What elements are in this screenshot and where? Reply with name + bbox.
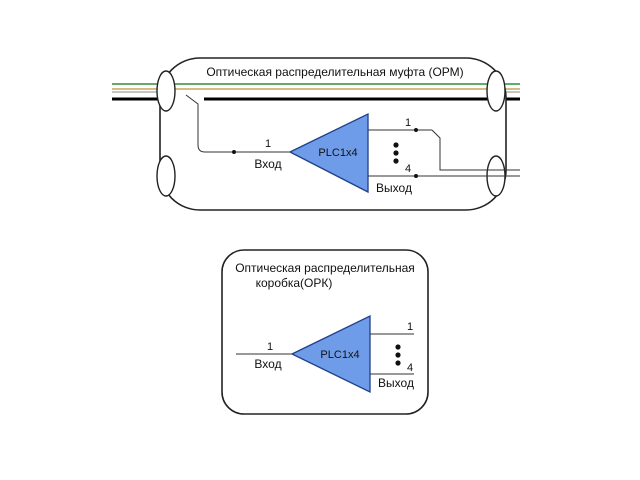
sleeve-output-1-point bbox=[414, 128, 418, 132]
sleeve-input-label: Вход bbox=[254, 157, 281, 171]
sleeve-output-label: Выход bbox=[376, 181, 412, 195]
box-dot-1 bbox=[395, 344, 401, 350]
box-output-4-number: 4 bbox=[407, 362, 413, 374]
sleeve-splitter bbox=[288, 112, 369, 194]
box-input-number: 1 bbox=[267, 341, 273, 353]
sleeve-port-left-top bbox=[156, 70, 176, 112]
sleeve-output-4-point bbox=[414, 174, 418, 178]
sleeve-dot-2 bbox=[393, 150, 399, 156]
sleeve-input-number: 1 bbox=[265, 138, 271, 150]
sleeve-dot-3 bbox=[393, 158, 399, 164]
box-body bbox=[221, 249, 429, 415]
box-splitter bbox=[290, 314, 371, 394]
sleeve-output-4-number: 4 bbox=[405, 163, 411, 175]
box-input-label: Вход bbox=[254, 357, 281, 371]
box-dot-2 bbox=[395, 352, 401, 358]
sleeve-port-left-bottom bbox=[156, 155, 176, 197]
sleeve-title: Оптическая распределительная муфта (ОРМ) bbox=[206, 65, 463, 79]
distribution-sleeve: Оптическая распределительная муфта (ОРМ)… bbox=[112, 57, 520, 211]
sleeve-output-1-number: 1 bbox=[405, 117, 411, 129]
box-title-line2: коробка(ОРК) bbox=[256, 276, 333, 290]
distribution-box: Оптическая распределительная коробка(ОРК… bbox=[221, 249, 429, 415]
box-dot-3 bbox=[395, 360, 401, 366]
sleeve-input-point bbox=[232, 150, 236, 154]
sleeve-splitter-label: PLC1x4 bbox=[318, 147, 357, 159]
box-output-1-number: 1 bbox=[407, 321, 413, 333]
box-splitter-label: PLC1x4 bbox=[320, 349, 359, 361]
box-output-label: Выход bbox=[378, 376, 414, 390]
sleeve-port-right-top bbox=[486, 70, 506, 112]
sleeve-input-fiber bbox=[185, 94, 290, 153]
sleeve-output-1-route bbox=[431, 129, 520, 171]
sleeve-dot-1 bbox=[393, 142, 399, 148]
box-title-line1: Оптическая распределительная bbox=[235, 261, 415, 275]
